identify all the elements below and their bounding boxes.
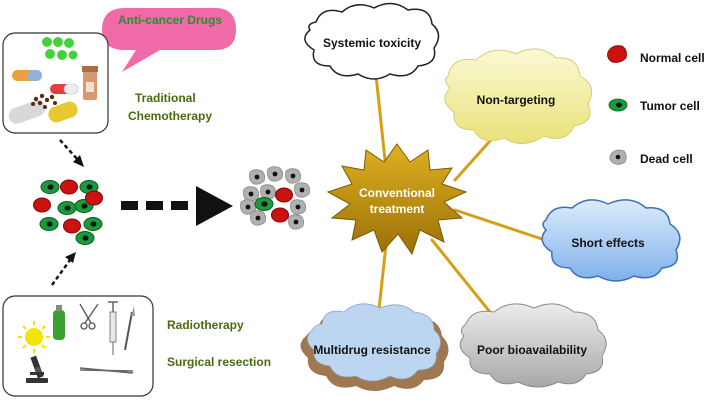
legend-normal-label: Normal cell [640, 51, 704, 65]
oxygen-tank-icon [53, 305, 65, 340]
radiotherapy-surgery-box [2, 295, 154, 397]
non-targeting-label: Non-targeting [477, 93, 556, 107]
hub-label-line1: Conventional [359, 186, 435, 200]
hub-label-line2: treatment [370, 202, 425, 216]
dotted-arrow-radio [50, 252, 76, 286]
legend-dead-label: Dead cell [640, 152, 693, 166]
poor-bioavailability-label: Poor bioavailability [477, 343, 587, 357]
microscope-icon [26, 355, 48, 383]
connector-multidrug-resistance [376, 243, 388, 320]
treatment-arrow [121, 186, 233, 226]
anti-cancer-drugs-bubble: Anti-cancer Drugs [102, 8, 236, 72]
conventional-treatment-burst: Conventional treatment [326, 143, 468, 256]
multidrug-resistance-cloud: Multidrug resistance [300, 303, 449, 391]
cell-cluster-before [33, 179, 103, 245]
connector-systemic-toxicity [374, 73, 387, 162]
connector-short-effects [453, 208, 547, 242]
legend: Normal cell Tumor cell Dead cell [607, 45, 704, 166]
forceps-icon [79, 367, 134, 374]
poor-bioavailability-cloud: Poor bioavailability [459, 303, 607, 388]
radiotherapy-label: Radiotherapy [167, 318, 244, 332]
legend-tumor-label: Tumor cell [640, 99, 700, 113]
connector-poor-bioavailability [430, 238, 500, 324]
chemotherapy-label-line2: Chemotherapy [128, 109, 212, 123]
legend-item-normal: Normal cell [607, 45, 704, 65]
sun-icon [18, 321, 50, 353]
surgical-resection-label: Surgical resection [167, 355, 271, 369]
dotted-arrow-chemo [59, 139, 84, 167]
non-targeting-cloud: Non-targeting [444, 48, 593, 144]
systemic-toxicity-cloud: Systemic toxicity [304, 2, 440, 80]
pills-icon [8, 37, 98, 124]
systemic-toxicity-label: Systemic toxicity [323, 36, 421, 50]
connector-lines [374, 73, 547, 324]
multidrug-resistance-label: Multidrug resistance [313, 343, 431, 357]
syringe-icon [108, 301, 118, 355]
legend-item-tumor: Tumor cell [608, 98, 700, 113]
short-effects-cloud: Short effects [541, 199, 681, 282]
scissors-icon [79, 303, 99, 330]
legend-item-dead: Dead cell [609, 149, 693, 166]
scalpel-icon [124, 306, 135, 351]
chemotherapy-label-line1: Traditional [135, 91, 196, 105]
short-effects-label: Short effects [571, 236, 645, 250]
cell-cluster-after [240, 166, 311, 230]
chemotherapy-box [2, 32, 109, 134]
anti-cancer-drugs-label: Anti-cancer Drugs [118, 13, 222, 27]
